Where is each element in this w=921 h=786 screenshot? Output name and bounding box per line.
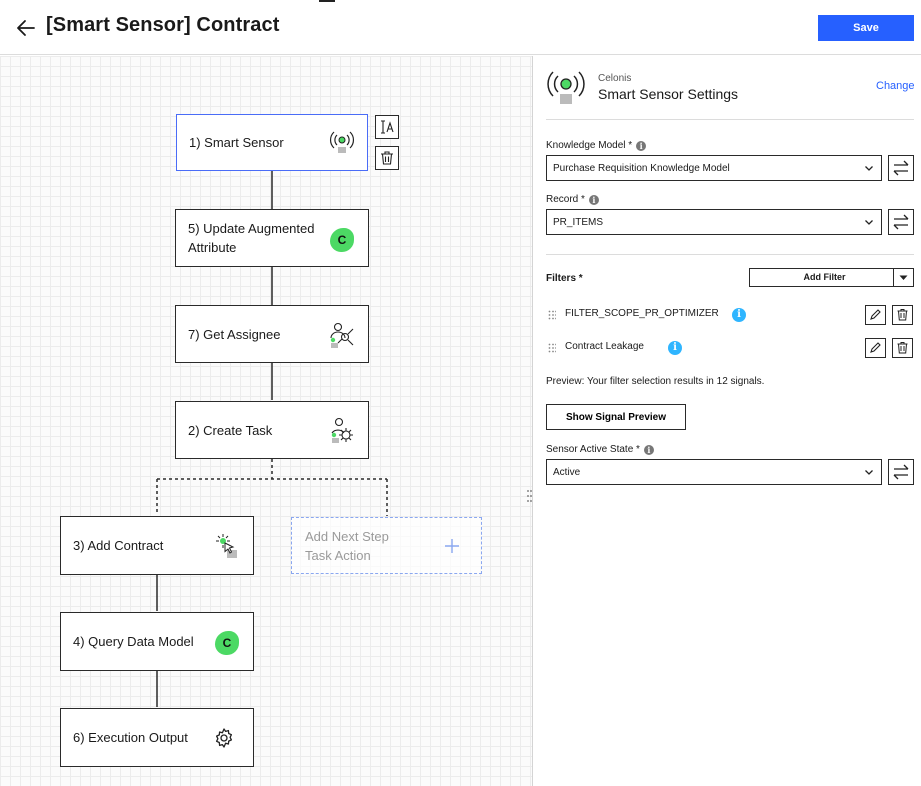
info-icon[interactable]: i xyxy=(643,444,654,455)
node-get-assignee[interactable]: 7) Get Assignee xyxy=(175,305,369,363)
settings-title: Smart Sensor Settings xyxy=(598,86,739,102)
back-arrow-icon[interactable] xyxy=(14,16,38,40)
node-label-line2: Attribute xyxy=(188,240,237,255)
celonis-c-icon: C xyxy=(215,631,239,655)
knowledge-model-label-text: Knowledge Model * xyxy=(546,140,633,151)
broadcast-icon xyxy=(329,130,355,159)
next-step-label-line1: Add Next Step xyxy=(305,529,389,544)
rename-node-button[interactable] xyxy=(375,115,399,139)
change-link[interactable]: Change xyxy=(876,80,915,92)
delete-filter-button[interactable] xyxy=(892,338,913,358)
filter-name: Contract Leakage xyxy=(565,341,644,352)
node-add-contract[interactable]: 3) Add Contract xyxy=(60,516,254,575)
divider xyxy=(546,119,914,120)
pencil-icon xyxy=(870,342,881,353)
node-smart-sensor[interactable]: 1) Smart Sensor xyxy=(176,114,368,171)
add-filter-button[interactable]: Add Filter xyxy=(749,268,900,287)
active-state-select[interactable]: Active xyxy=(546,459,882,485)
node-create-task[interactable]: 2) Create Task xyxy=(175,401,369,459)
filter-item: Contract Leakage i xyxy=(546,337,916,359)
trash-icon xyxy=(381,151,393,165)
delete-node-button[interactable] xyxy=(375,146,399,170)
trash-icon xyxy=(897,342,908,354)
record-select[interactable]: PR_ITEMS xyxy=(546,209,882,235)
drag-grip-icon[interactable] xyxy=(548,310,556,320)
node-update-augmented-attribute[interactable]: 5) Update Augmented Attribute C xyxy=(175,209,369,267)
node-label: 3) Add Contract xyxy=(73,538,164,553)
active-state-label-text: Sensor Active State * xyxy=(546,444,640,455)
caret-down-icon xyxy=(899,275,908,280)
preview-text: Preview: Your filter selection results i… xyxy=(546,376,765,387)
delete-filter-button[interactable] xyxy=(892,305,913,325)
trash-icon xyxy=(897,309,908,321)
record-value: PR_ITEMS xyxy=(553,217,604,228)
node-label: 4) Query Data Model xyxy=(73,634,194,649)
divider xyxy=(546,254,914,255)
panel-resize-handle[interactable] xyxy=(527,489,532,503)
info-icon[interactable]: i xyxy=(636,140,647,151)
save-button[interactable]: Save xyxy=(818,15,914,41)
swap-record-button[interactable] xyxy=(888,209,914,235)
smart-sensor-icon xyxy=(545,70,587,111)
settings-panel: Celonis Smart Sensor Settings Change Kno… xyxy=(534,56,921,786)
edit-filter-button[interactable] xyxy=(865,338,886,358)
node-label-line1: 5) Update Augmented xyxy=(188,221,315,236)
add-filter-dropdown[interactable] xyxy=(893,268,914,287)
connector-lines xyxy=(156,171,388,707)
info-icon[interactable]: i xyxy=(588,194,599,205)
app-header: [Smart Sensor] Contract Save xyxy=(0,0,921,55)
swap-icon xyxy=(893,214,909,230)
next-step-label-line2: Task Action xyxy=(305,548,371,563)
info-icon[interactable]: i xyxy=(732,308,746,322)
record-label-text: Record * xyxy=(546,194,585,205)
chevron-down-icon xyxy=(865,166,873,171)
node-label: 2) Create Task xyxy=(188,423,273,438)
swap-knowledge-model-button[interactable] xyxy=(888,155,914,181)
plus-icon xyxy=(444,538,460,559)
record-label: Record * i xyxy=(546,194,599,205)
gear-icon xyxy=(213,727,235,754)
page-title: [Smart Sensor] Contract xyxy=(46,14,280,36)
active-state-value: Active xyxy=(553,467,581,478)
user-network-icon xyxy=(328,321,356,354)
swap-icon xyxy=(893,464,909,480)
cursor-click-icon xyxy=(213,532,241,565)
node-query-data-model[interactable]: 4) Query Data Model C xyxy=(60,612,254,671)
node-label: 1) Smart Sensor xyxy=(189,135,284,150)
filter-name: FILTER_SCOPE_PR_OPTIMIZER xyxy=(565,308,719,319)
knowledge-model-select[interactable]: Purchase Requisition Knowledge Model xyxy=(546,155,882,181)
top-indicator xyxy=(319,0,335,2)
filters-label: Filters * xyxy=(546,273,583,284)
filter-item: FILTER_SCOPE_PR_OPTIMIZER i xyxy=(546,304,916,326)
swap-active-state-button[interactable] xyxy=(888,459,914,485)
node-execution-output[interactable]: 6) Execution Output xyxy=(60,708,254,767)
celonis-c-icon: C xyxy=(330,228,354,252)
show-signal-preview-button[interactable]: Show Signal Preview xyxy=(546,404,686,430)
chevron-down-icon xyxy=(865,220,873,225)
node-label: 7) Get Assignee xyxy=(188,327,281,342)
knowledge-model-label: Knowledge Model * i xyxy=(546,140,647,151)
info-icon[interactable]: i xyxy=(668,341,682,355)
pencil-icon xyxy=(870,309,881,320)
add-next-step-button[interactable]: Add Next Step Task Action xyxy=(291,517,482,574)
chevron-down-icon xyxy=(865,470,873,475)
drag-grip-icon[interactable] xyxy=(548,343,556,353)
workflow-canvas[interactable]: 1) Smart Sensor 5) Update Augmented Attr… xyxy=(0,56,533,786)
user-gear-icon xyxy=(328,416,356,449)
swap-icon xyxy=(893,160,909,176)
vendor-name: Celonis xyxy=(598,73,632,84)
node-label: 6) Execution Output xyxy=(73,730,188,745)
edit-filter-button[interactable] xyxy=(865,305,886,325)
knowledge-model-value: Purchase Requisition Knowledge Model xyxy=(553,163,730,174)
active-state-label: Sensor Active State * i xyxy=(546,444,654,455)
